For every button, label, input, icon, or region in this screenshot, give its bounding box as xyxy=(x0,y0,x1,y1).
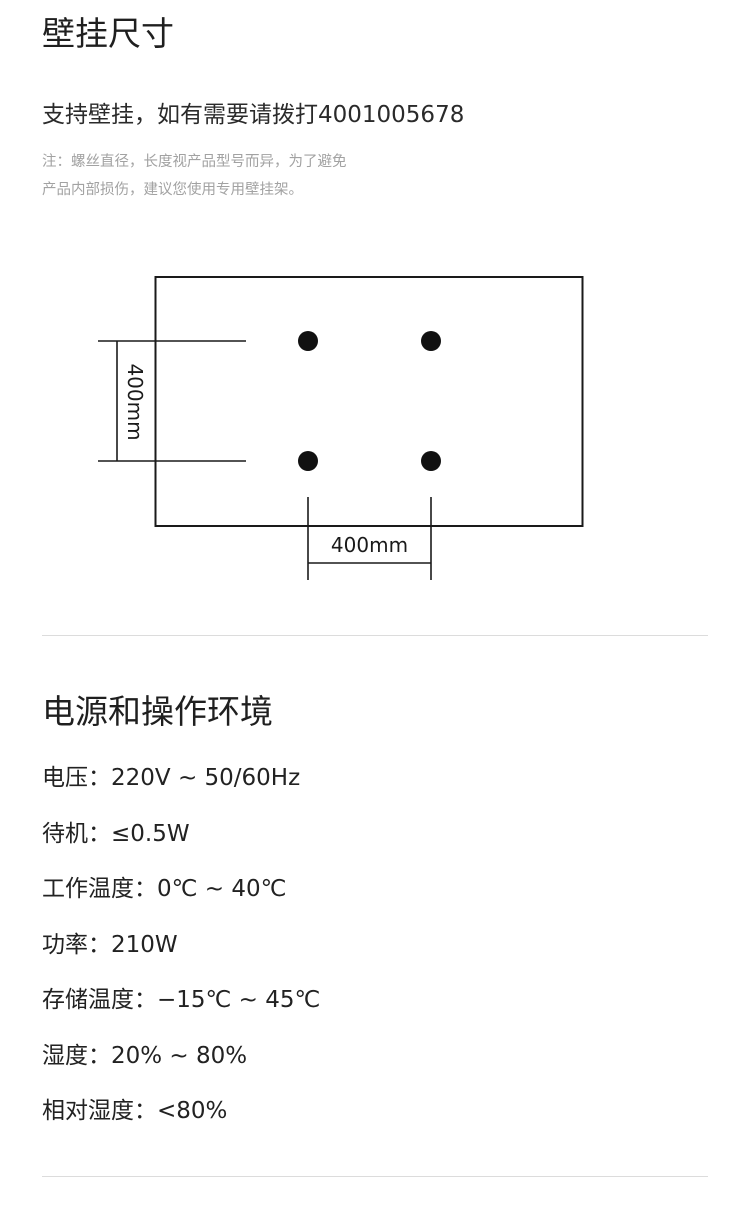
mount-hole-bottom-right xyxy=(421,451,441,471)
spec-operating-temperature: 工作温度：0℃ ~ 40℃ xyxy=(42,876,287,902)
wall-mount-note-line-2: 产品内部损伤，建议您使用专用壁挂架。 xyxy=(42,182,303,198)
vertical-dimension-label: 400mm xyxy=(123,363,147,440)
environment-title: 电源和操作环境 xyxy=(42,692,273,731)
horizontal-dimension-label: 400mm xyxy=(331,533,408,557)
wall-mount-note-line-1: 注：螺丝直径，长度视产品型号而异，为了避免 xyxy=(42,154,347,170)
spec-voltage: 电压：220V ~ 50/60Hz xyxy=(42,765,301,791)
mount-hole-top-right xyxy=(421,331,441,351)
section-divider-2 xyxy=(42,1176,708,1177)
spec-storage-temperature: 存储温度：−15℃ ~ 45℃ xyxy=(42,987,321,1013)
wall-mount-note: 注：螺丝直径，长度视产品型号而异，为了避免 产品内部损伤，建议您使用专用壁挂架。 xyxy=(42,148,347,204)
spec-relative-humidity: 相对湿度：<80% xyxy=(42,1098,228,1124)
section-divider-1 xyxy=(42,635,708,636)
mount-hole-bottom-left xyxy=(298,451,318,471)
environment-spec-list: 电压：220V ~ 50/60Hz 待机：≤0.5W 工作温度：0℃ ~ 40℃… xyxy=(42,760,320,1149)
spec-power: 功率：210W xyxy=(42,931,178,958)
tv-back-outline xyxy=(154,276,584,527)
wall-mount-title: 壁挂尺寸 xyxy=(42,14,174,53)
vesa-mount-diagram: 400mm 400mm xyxy=(98,276,584,580)
wall-mount-support-text: 支持壁挂，如有需要请拨打4001005678 xyxy=(42,102,465,128)
horizontal-dimension-marker: 400mm xyxy=(307,497,432,580)
mount-hole-top-left xyxy=(298,331,318,351)
spec-standby-power: 待机：≤0.5W xyxy=(42,820,190,847)
vertical-dimension-marker: 400mm xyxy=(98,340,246,462)
spec-humidity: 湿度：20% ~ 80% xyxy=(42,1042,248,1069)
